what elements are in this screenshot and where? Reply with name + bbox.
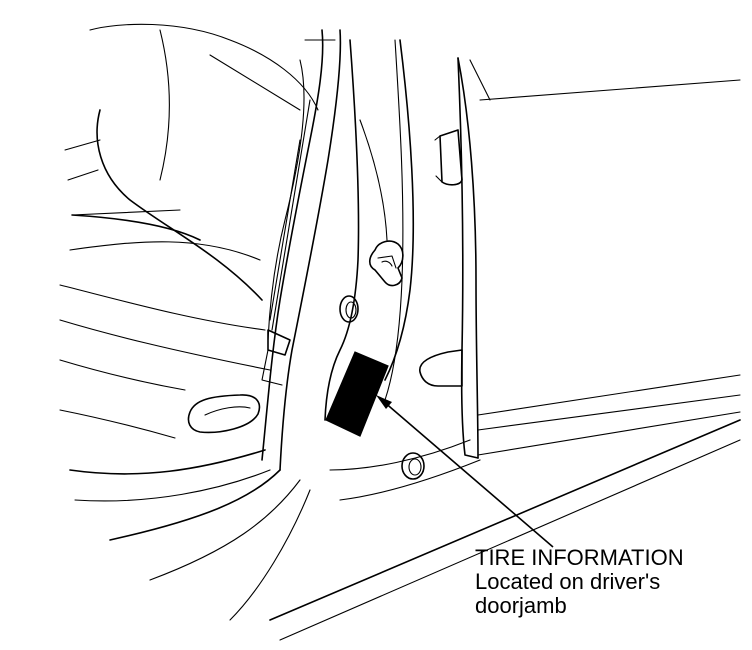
callout-line-1: Located on driver's: [475, 569, 661, 594]
callout-title: TIRE INFORMATION: [475, 545, 684, 570]
doorjamb-edge: [324, 39, 415, 421]
seat-outline: [64, 23, 319, 301]
callout-line-2: doorjamb: [475, 593, 567, 618]
door-striker: [368, 240, 404, 287]
door-panel: [457, 57, 741, 459]
tire-information-callout: TIRE INFORMATION Located on driver's doo…: [475, 546, 684, 618]
b-pillar: [261, 29, 342, 471]
floor-lines: [59, 284, 271, 502]
door-sill: [109, 419, 741, 641]
seat-slot: [187, 394, 261, 434]
pillar-hole: [339, 295, 359, 323]
sill-hole: [401, 452, 425, 480]
callout-leader-arrow: [376, 395, 554, 548]
tire-information-label: [325, 351, 389, 437]
door-hinge: [434, 129, 463, 186]
door-check: [419, 349, 463, 387]
